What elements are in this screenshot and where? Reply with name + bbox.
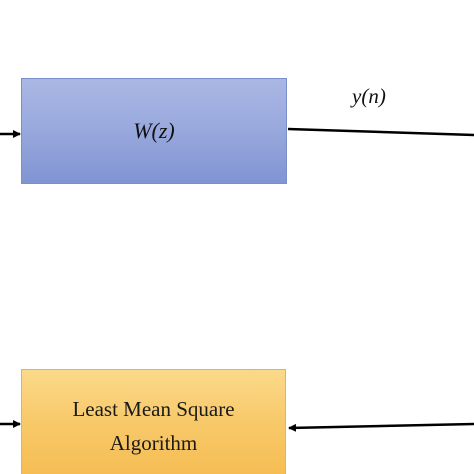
output-line-yn bbox=[287, 127, 474, 137]
lms-algorithm-block: Least Mean Square Algorithm bbox=[21, 369, 286, 474]
adaptive-filter-block: W(z) bbox=[21, 78, 287, 184]
adaptive-filter-label: W(z) bbox=[133, 118, 175, 143]
lms-label-line1: Least Mean Square bbox=[72, 397, 235, 421]
error-arrow-lms bbox=[288, 422, 474, 432]
lms-label-line2: Algorithm bbox=[109, 431, 198, 455]
output-signal-label: y(n) bbox=[352, 84, 386, 108]
